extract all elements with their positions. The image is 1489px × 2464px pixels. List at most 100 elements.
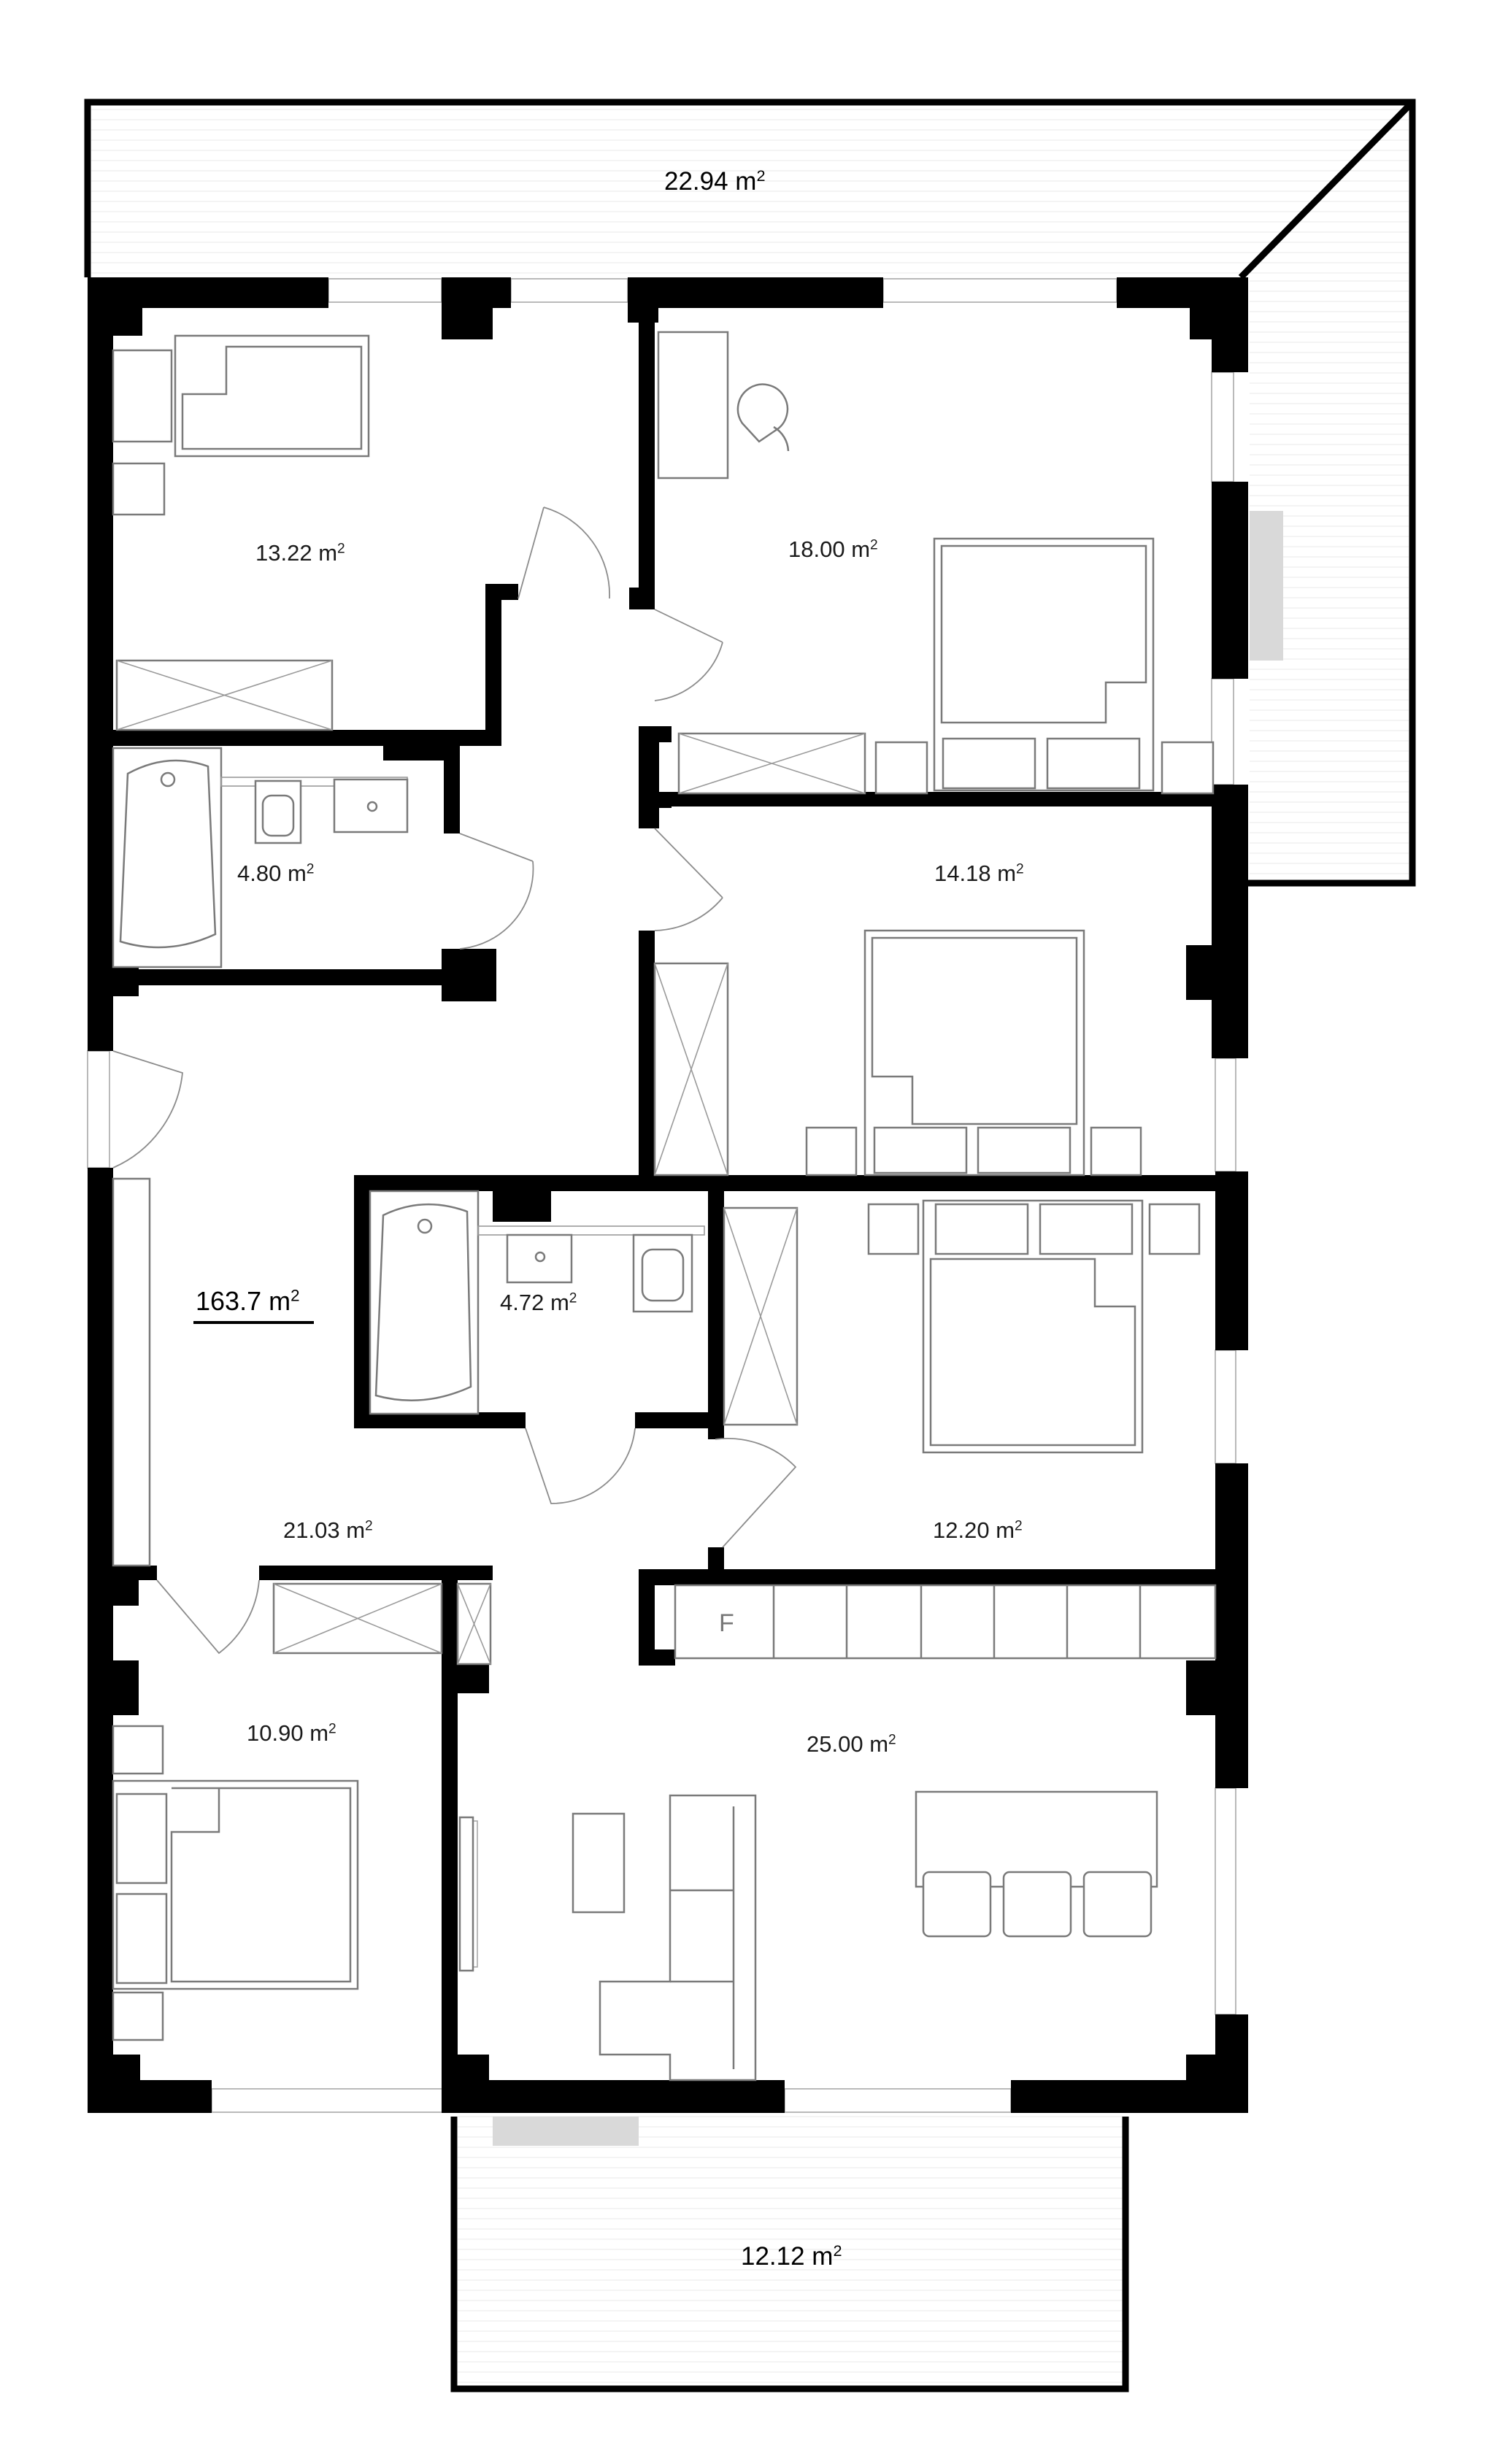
nightstand [112,1991,164,2041]
chair-back [773,426,790,452]
area-label-terrace-north: 22.94 m2 [664,166,766,196]
living-kitchen-furniture: F [458,1584,1217,2082]
window-north-2 [510,278,628,303]
wall [109,1660,139,1715]
dining-chair [922,1871,992,1938]
wall [88,277,113,1051]
balcony-planter [493,2117,639,2146]
window-east-4 [1215,1350,1236,1464]
wall [639,726,659,828]
window-east-2 [1211,678,1234,785]
wall [442,949,496,1001]
wall [111,2055,140,2084]
shelf [477,1225,705,1236]
wall [1212,785,1248,1058]
wall [639,1569,1219,1585]
wardrobe-cross [678,733,866,794]
wall [639,1649,675,1666]
nightstand [112,1725,164,1775]
terrace-decking [91,109,1409,874]
coffee-table [572,1812,626,1914]
bathtub [369,1190,480,1415]
wardrobe-cross [116,660,333,731]
wall [383,746,460,761]
bed-blanket [170,1787,352,1983]
wall [442,1664,489,1693]
area-label-hallway: 21.03 m2 [283,1517,373,1543]
sink-tap [366,801,378,812]
door-bath1 [459,833,534,950]
window-north-1 [328,278,442,303]
wall [1215,1171,1248,1350]
door-bedroom-1090 [156,1579,260,1655]
wall [639,931,655,1190]
wall [485,584,518,600]
balcony-decking [458,2116,1123,2383]
sink [333,778,409,833]
window-east-3 [1215,1058,1236,1172]
windows [87,278,1236,2113]
bedroom-east-lower-furniture [723,1199,1201,1454]
wardrobe-cross [723,1207,798,1425]
door-bedroom-1418 [654,828,723,931]
cabinet-cross [457,1583,491,1665]
wall [639,314,655,609]
area-label-balcony-south: 12.12 m2 [741,2241,842,2271]
wall [442,1566,458,2113]
wall [113,1566,157,1580]
area-label-bedroom-east-lower: 12.20 m2 [933,1517,1023,1543]
total-area-label: 163.7 m2 [196,1286,300,1316]
pillow [873,1126,968,1174]
toilet [632,1233,693,1313]
wall [445,2080,785,2113]
area-label-bathroom-1: 4.80 m2 [237,861,314,886]
toilet-seat [641,1248,685,1302]
wall [354,1175,370,1427]
wall [354,1412,526,1428]
pillow [942,737,1036,790]
pillow [115,1893,168,1984]
walls [88,277,1248,2113]
wall [493,1191,551,1222]
terrace-planter [1250,511,1283,661]
area-label-bedroom-master: 18.00 m2 [788,536,878,562]
window-south-2 [784,2088,1012,2113]
wall [259,1566,493,1580]
bathroom-1-fixtures [112,747,409,969]
wall [639,726,672,742]
bed-blanket [940,544,1147,724]
wall [1186,945,1215,1000]
wall [708,1191,724,1428]
bedroom-sw-furniture [112,1725,359,2041]
nightstand [112,462,166,516]
sofa-body [599,1794,757,2082]
fridge-label: F [719,1609,734,1637]
sofa [599,1794,757,2082]
window-north-3 [882,278,1117,303]
wall [1011,2080,1248,2113]
dining-table [915,1790,1158,1888]
bedroom-master-furniture [657,331,1215,795]
wall [354,1175,1248,1191]
door-bedroom-nw [518,507,610,599]
drain [417,1218,433,1234]
window-west-1 [87,1050,110,1169]
tv-stand [458,1816,474,1972]
area-label-bathroom-2: 4.72 m2 [500,1290,577,1315]
dining-chair [1082,1871,1153,1938]
kitchen-units [772,1585,1142,1658]
wall [1212,277,1248,372]
bathtub-inner [119,759,217,949]
nightstand [1090,1126,1142,1177]
sink [506,1233,573,1284]
nightstand [867,1203,920,1255]
wall [109,1576,139,1606]
terrace-north-diagonal [1238,99,1415,280]
door-bedroom-1220 [715,1437,797,1548]
bedroom-east-mid-furniture [653,929,1142,1177]
wall [639,1569,655,1664]
wall [1186,1660,1219,1715]
door-master [654,609,723,701]
pillow [934,1203,1029,1255]
